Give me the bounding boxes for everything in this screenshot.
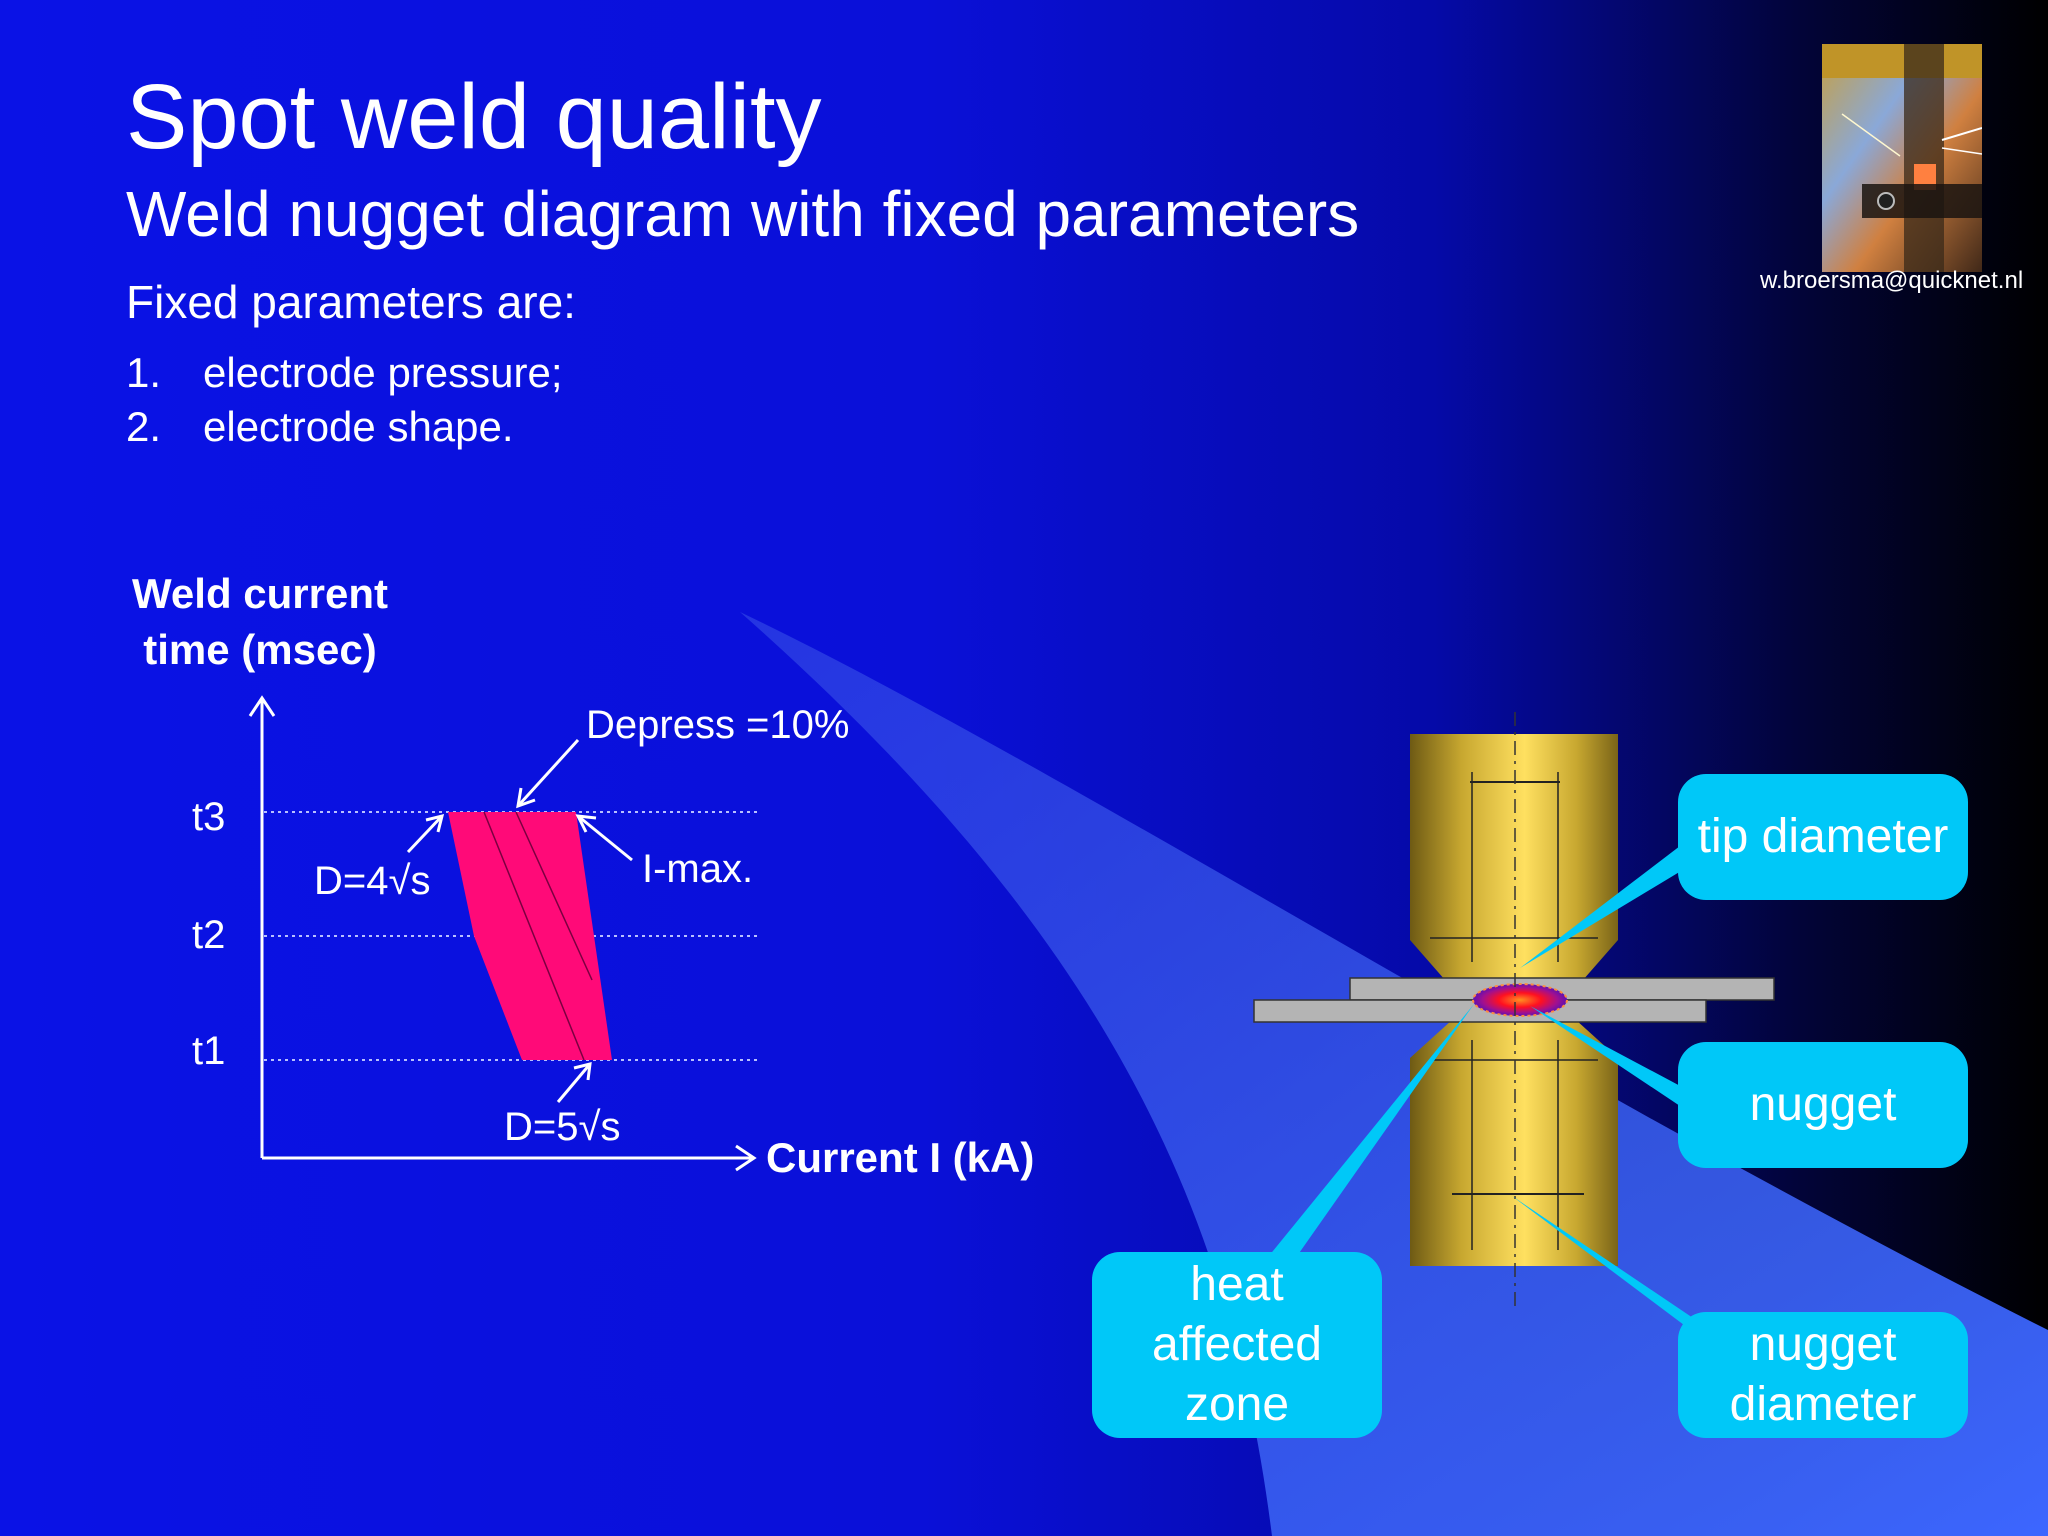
imax-arrow: [575, 814, 633, 862]
haz-pointer: [1264, 1004, 1474, 1266]
y-tick-t1: t1: [192, 1029, 226, 1073]
callout-line: affected: [1152, 1318, 1322, 1371]
nugget-shape: [1472, 983, 1568, 1017]
process-window-graph: [248, 695, 758, 1172]
lobe-inner-line-2: [515, 811, 593, 981]
imax-label: I-max.: [642, 847, 754, 891]
welding-photo: [1822, 44, 1982, 272]
d5-arrow: [556, 1062, 592, 1103]
fixed-parameters-heading: Fixed parameters are:: [126, 276, 576, 328]
x-axis-label: Current I (kA): [766, 1134, 1035, 1181]
nugget-pointer: [1530, 1006, 1684, 1106]
list-item-text: electrode shape.: [203, 403, 514, 450]
d4-arrow: [406, 813, 445, 854]
slide-title: Spot weld quality: [126, 66, 822, 168]
upper-electrode: [1410, 734, 1618, 988]
y-tick-t2: t2: [192, 913, 226, 957]
tip-diameter-pointer: [1520, 846, 1696, 968]
callout-line: diameter: [1729, 1378, 1917, 1431]
weld-cross-section: [1253, 712, 1775, 1340]
d4-label: D=4√s: [314, 859, 431, 903]
nugget-diameter-callout: nugget diameter: [1678, 1312, 1968, 1438]
list-item-text: electrode pressure;: [203, 349, 563, 396]
callout-line: zone: [1184, 1378, 1290, 1431]
list-item-number: 1.: [126, 349, 162, 396]
nugget-callout: nugget: [1678, 1042, 1968, 1168]
lobe-inner-line-1: [483, 811, 585, 1061]
callout-line: heat: [1190, 1258, 1284, 1311]
list-item: 1. electrode pressure;: [126, 346, 563, 400]
heat-affected-zone-callout: heat affected zone: [1092, 1252, 1382, 1438]
weld-lobe: [448, 812, 612, 1060]
fixed-parameters-list: 1. electrode pressure; 2. electrode shape.: [126, 346, 563, 454]
lower-electrode: [1410, 1020, 1618, 1266]
callout-line: nugget: [1749, 1318, 1897, 1371]
list-item: 2. electrode shape.: [126, 400, 563, 454]
depress-label: Depress =10%: [586, 703, 850, 747]
list-item-number: 2.: [126, 403, 162, 450]
y-axis-label: Weld current time (msec): [132, 570, 388, 673]
d5-label: D=5√s: [504, 1105, 621, 1149]
author-email: w.broersma@quicknet.nl: [1760, 267, 2024, 294]
nugget-diameter-pointer: [1512, 1196, 1704, 1340]
x-axis-arrow: [735, 1144, 757, 1172]
tip-diameter-callout: tip diameter: [1678, 774, 1968, 900]
depress-arrow: [516, 738, 580, 809]
y-axis-arrow: [248, 695, 276, 717]
y-tick-t3: t3: [192, 795, 226, 839]
light-beam: [740, 612, 2048, 1536]
slide-subtitle: Weld nugget diagram with fixed parameter…: [126, 178, 1360, 250]
